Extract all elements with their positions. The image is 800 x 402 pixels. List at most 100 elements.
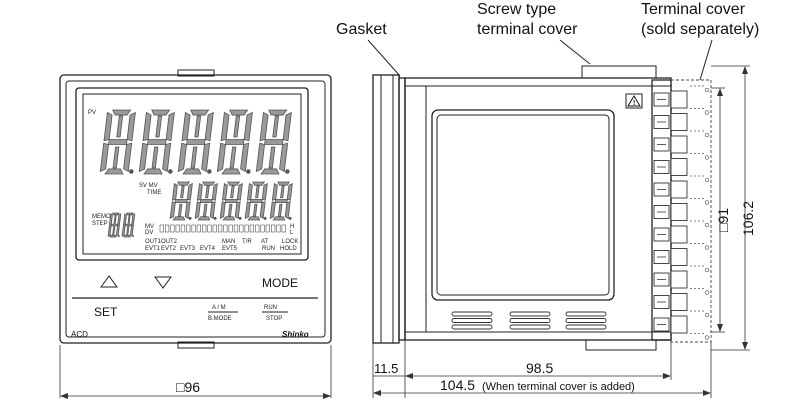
segment [219,201,226,220]
segment [271,182,278,201]
segment [277,203,283,217]
segment [155,115,163,138]
out2-label: OUT2 [161,239,178,245]
segment [113,214,117,224]
set-key[interactable]: SET [94,305,118,319]
segment [225,139,245,145]
segment [274,198,288,204]
segment [112,212,120,216]
bar-segment [265,224,270,233]
model-label: ACD [71,330,88,339]
bar-segment [228,224,233,233]
brand-logo: Shinko [282,330,309,339]
vent-slot [451,318,493,323]
segment [234,201,241,220]
segment [143,168,163,175]
front-bezel [59,74,332,344]
up-key-icon[interactable] [100,275,118,288]
pv-digit [255,109,292,175]
segment [236,182,243,201]
cover-pin [704,177,710,183]
segment [174,198,188,204]
segment [233,115,241,138]
segment [142,111,152,142]
tr-label: T/R [242,239,252,245]
am-key-bottom[interactable]: B.MODE [208,316,232,322]
side-label-panel-inner [436,114,610,296]
segment [108,139,128,145]
bar-segment [180,224,186,233]
segment [116,115,124,138]
sv-digit [169,181,193,221]
segment [181,111,191,142]
total-depth-arrow-right [703,390,711,396]
evt1-label: EVT1 [145,246,161,252]
vent-slot [509,324,551,330]
run-key-top[interactable]: RUN [264,305,277,311]
bar-segment [196,224,202,233]
segment [229,109,249,116]
cover-pin [704,87,710,93]
cover-pin [704,290,710,295]
side-body [404,77,672,341]
am-key-top[interactable]: A / M [212,305,226,311]
cover-pin [704,222,710,228]
segment [224,198,238,204]
segment [99,142,110,173]
segment [252,203,258,217]
panel-height-dim: □91 [715,208,731,232]
bar-segment [212,224,217,233]
segment [123,142,133,173]
lcd-area [82,93,302,255]
segment [201,142,211,173]
segment [240,142,250,173]
segment [165,111,175,142]
terminal-cover-leader [699,39,713,81]
time-label: TIME [147,190,161,196]
decimal-point [213,216,217,220]
pv-digit [99,109,136,175]
side-label-panel [431,109,615,301]
bar-segment [276,224,281,233]
segment [194,201,201,220]
terminal-lug [670,113,688,131]
segment [169,201,176,220]
down-key-icon[interactable] [154,276,172,289]
segment [107,224,112,237]
terminal-lug [670,158,688,176]
pv-label: PV [88,110,96,116]
segment [279,142,289,173]
memo-label: MEMO [92,214,111,220]
segment [129,224,134,237]
width-arrow-right [323,393,331,399]
cover-ridges [690,85,710,340]
vent-slot [565,311,607,317]
total-height-dim: 106.2 [740,201,756,236]
segment [260,168,280,175]
mode-key[interactable]: MODE [262,276,298,290]
bar-segment [255,224,260,233]
step-digit [121,212,136,238]
segment [284,201,291,220]
sv-digit [219,181,243,221]
bar-l-label: L [290,230,294,236]
side-view: ! □91 106.2 11.5 98.5 [372,65,756,398]
segment [252,181,266,186]
evt2-label: EVT2 [161,246,177,252]
gasket-leader [367,39,401,77]
decimal-point [238,216,242,220]
segment [182,168,202,175]
run-key-bottom[interactable]: STOP [266,316,282,322]
terminal-lug [670,135,688,154]
segment [184,201,191,220]
hold-label: HOLD [280,246,297,252]
bar-segment [186,224,191,233]
segment [147,139,167,145]
segment [220,111,230,142]
cover-pin [704,110,710,115]
sv-digit [194,181,218,221]
segment [104,168,124,175]
segment [255,185,260,199]
cover-pin [704,200,710,205]
mv-label: MV [145,224,154,230]
